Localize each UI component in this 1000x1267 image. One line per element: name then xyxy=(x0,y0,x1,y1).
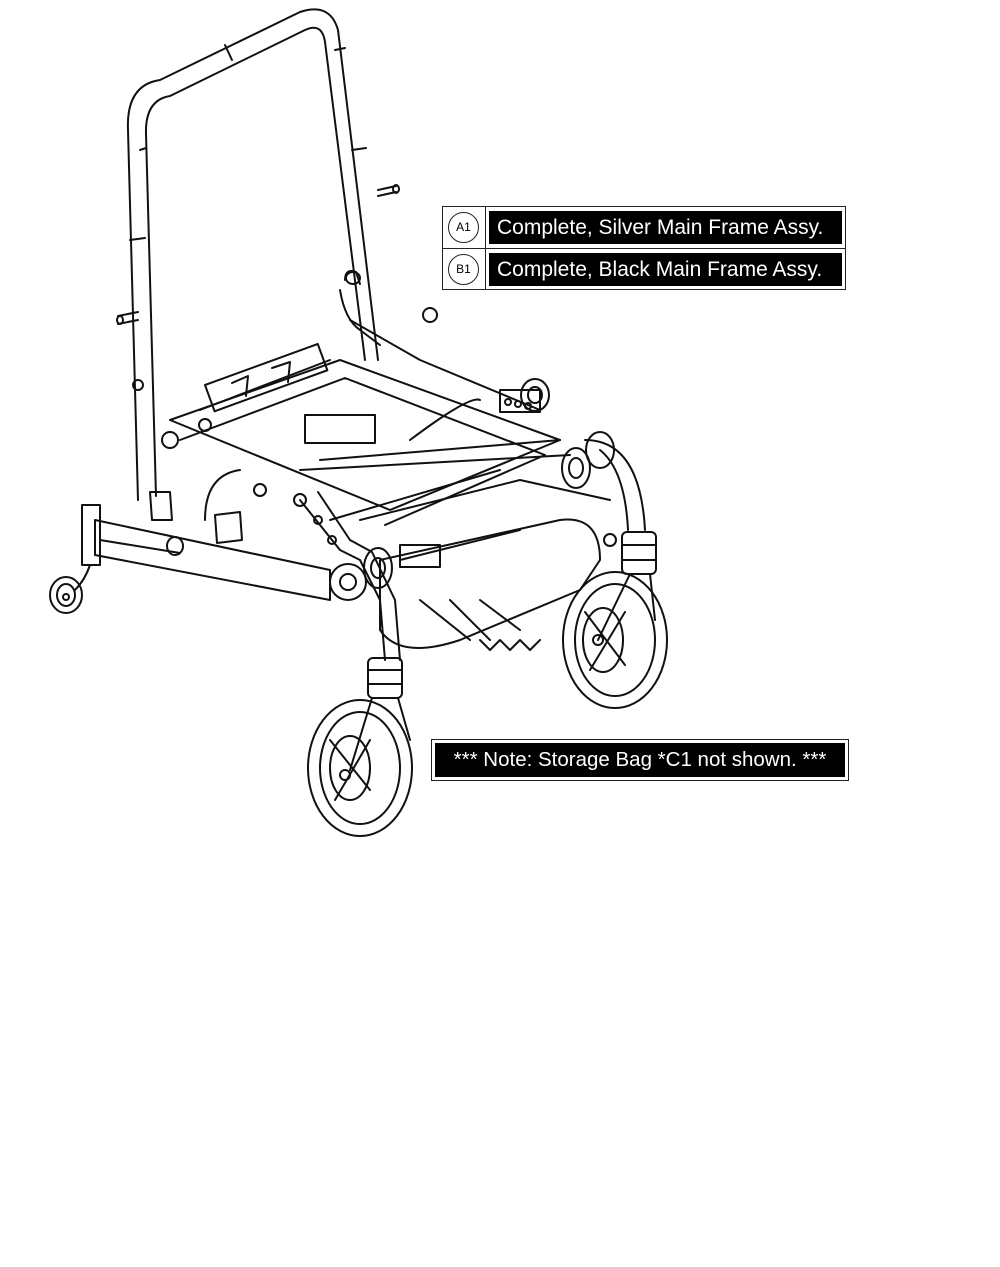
part-description: Complete, Black Main Frame Assy. xyxy=(489,253,842,286)
legend-row-a1: A1 Complete, Silver Main Frame Assy. xyxy=(443,207,845,248)
part-code-badge: A1 xyxy=(448,212,479,243)
part-code-badge: B1 xyxy=(448,254,479,285)
code-cell: A1 xyxy=(443,207,486,248)
part-description: Complete, Silver Main Frame Assy. xyxy=(489,211,842,244)
parts-legend: A1 Complete, Silver Main Frame Assy. B1 … xyxy=(442,206,846,290)
rear-wheel xyxy=(344,270,550,412)
front-caster-left xyxy=(293,491,413,837)
storage-bag-note: *** Note: Storage Bag *C1 not shown. *** xyxy=(431,739,849,781)
note-text: *** Note: Storage Bag *C1 not shown. *** xyxy=(435,743,845,777)
front-leg-rail xyxy=(49,491,331,614)
backrest-frame xyxy=(116,8,400,501)
legend-row-b1: B1 Complete, Black Main Frame Assy. xyxy=(443,248,845,290)
seat-frame xyxy=(161,289,571,526)
front-caster-right xyxy=(561,431,668,709)
code-cell: B1 xyxy=(443,249,486,290)
base-frame xyxy=(253,469,617,651)
